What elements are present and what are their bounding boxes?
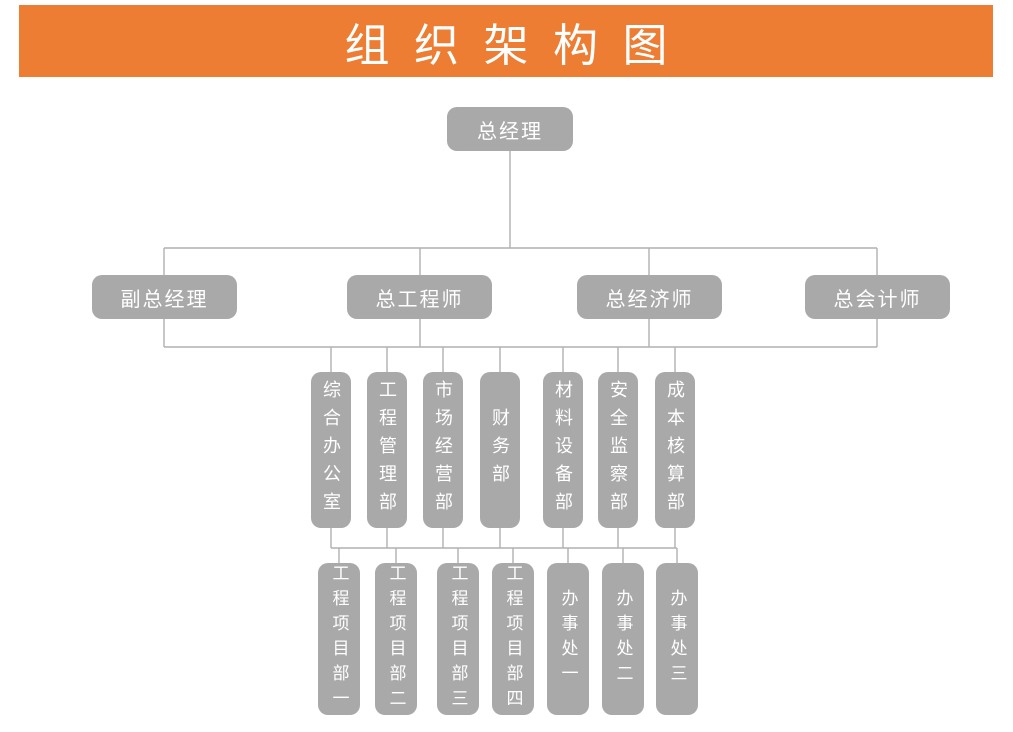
org-node-chief-accountant: 总会计师 [805, 275, 950, 319]
unit-node-project-dept-4: 工程项目部四 [492, 563, 534, 715]
unit-label: 办事处一 [558, 589, 578, 689]
department-label: 安全监察部 [608, 380, 628, 520]
department-label: 工程管理部 [377, 380, 397, 520]
department-label: 综合办公室 [321, 380, 341, 520]
unit-node-project-dept-3: 工程项目部三 [437, 563, 479, 715]
unit-node-office-2: 办事处二 [602, 563, 644, 715]
department-node-safety-supervision: 安全监察部 [598, 372, 638, 528]
page-title: 组 织 架 构 图 [344, 19, 674, 71]
unit-node-office-3: 办事处三 [656, 563, 698, 715]
department-label: 成本核算部 [665, 380, 685, 520]
unit-label: 工程项目部四 [503, 564, 523, 714]
unit-node-project-dept-2: 工程项目部二 [375, 563, 417, 715]
department-label: 材料设备部 [553, 380, 573, 520]
org-node-chief-engineer: 总工程师 [347, 275, 492, 319]
unit-label: 办事处三 [667, 589, 687, 689]
department-node-finance: 财务部 [480, 372, 520, 528]
department-label: 财务部 [490, 408, 510, 492]
department-node-engineering-management: 工程管理部 [367, 372, 407, 528]
title-banner: 组 织 架 构 图 [19, 5, 993, 77]
unit-node-project-dept-1: 工程项目部一 [318, 563, 360, 715]
org-node-chief-economist: 总经济师 [577, 275, 722, 319]
org-node-general-manager: 总经理 [447, 107, 573, 151]
unit-label: 工程项目部二 [386, 564, 406, 714]
unit-node-office-1: 办事处一 [547, 563, 589, 715]
department-node-general-office: 综合办公室 [311, 372, 351, 528]
unit-label: 办事处二 [613, 589, 633, 689]
department-node-cost-accounting: 成本核算部 [655, 372, 695, 528]
department-node-materials-equipment: 材料设备部 [543, 372, 583, 528]
department-node-market-operations: 市场经营部 [423, 372, 463, 528]
department-label: 市场经营部 [433, 380, 453, 520]
org-node-deputy-general-manager: 副总经理 [92, 275, 237, 319]
unit-label: 工程项目部三 [448, 564, 468, 714]
unit-label: 工程项目部一 [329, 564, 349, 714]
